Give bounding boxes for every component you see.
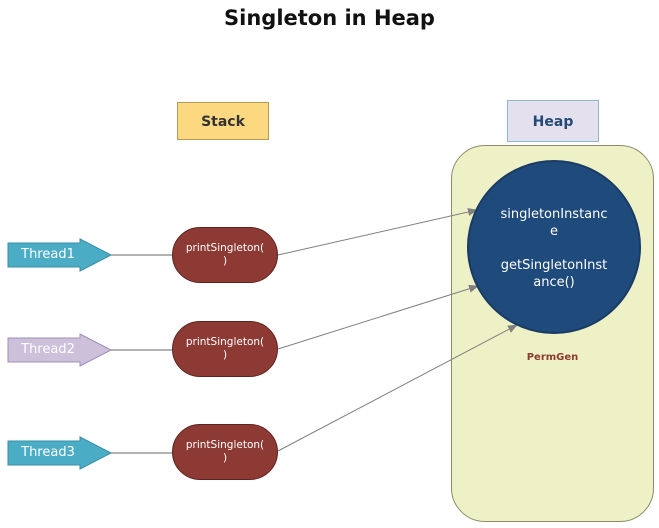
thread3-label: Thread3 bbox=[21, 445, 75, 460]
get-singleton-instance-line1: getSingletonInst bbox=[500, 258, 608, 273]
diagram-title: Singleton in Heap bbox=[224, 6, 435, 30]
stack-header: Stack bbox=[177, 102, 269, 140]
print-singleton-node-3-line1: printSingleton( bbox=[185, 439, 265, 451]
heap-header: Heap bbox=[507, 100, 599, 142]
singleton-instance-circle bbox=[467, 160, 641, 334]
print-singleton-node-2 bbox=[172, 321, 278, 377]
print-singleton-node-3-line2: ) bbox=[222, 452, 228, 464]
permgen-label: PermGen bbox=[526, 352, 579, 363]
singleton-instance-line1: singletonInstanc bbox=[500, 207, 608, 222]
print-singleton-node-1-line2: ) bbox=[222, 255, 228, 267]
thread1-label: Thread1 bbox=[21, 247, 75, 262]
thread2-arrow-shape bbox=[7, 333, 113, 367]
singleton-instance-text: singletonInstanc e bbox=[478, 206, 630, 240]
method1-to-singleton-arrow bbox=[277, 208, 478, 256]
thread3-arrow-shape bbox=[7, 436, 113, 470]
thread2-label: Thread2 bbox=[21, 342, 75, 357]
print-singleton-node-1-line1: printSingleton( bbox=[185, 242, 265, 254]
print-singleton-node-2-line2: ) bbox=[222, 349, 228, 361]
thread1-arrow-shape bbox=[7, 238, 113, 272]
get-singleton-instance-text: getSingletonInst ance() bbox=[478, 257, 630, 291]
get-singleton-instance-line2: ance() bbox=[533, 275, 575, 290]
print-singleton-node-2-text: printSingleton( ) bbox=[174, 336, 276, 362]
print-singleton-node-1-text: printSingleton( ) bbox=[174, 242, 276, 268]
print-singleton-node-2-line1: printSingleton( bbox=[185, 336, 265, 348]
singleton-instance-line2: e bbox=[550, 224, 558, 239]
print-singleton-node-1 bbox=[172, 227, 278, 283]
method2-to-singleton-arrow bbox=[277, 284, 479, 350]
method3-to-singleton-arrow bbox=[277, 324, 518, 452]
print-singleton-node-3 bbox=[172, 424, 278, 480]
print-singleton-node-3-text: printSingleton( ) bbox=[174, 439, 276, 465]
